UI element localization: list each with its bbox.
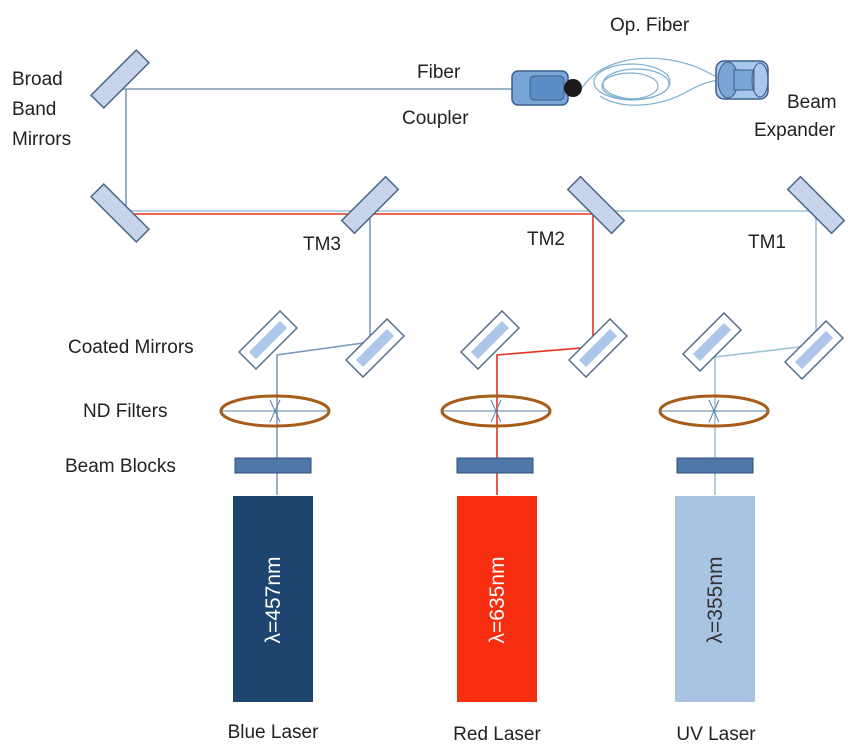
laser-body-blue [233,496,313,702]
label-fiber: Fiber [417,62,461,83]
label-beam-blocks: Beam Blocks [65,456,176,477]
nd-filter-red [440,394,552,428]
label-tm3: TM3 [303,234,341,255]
nd-filter-uv [658,394,770,428]
broadband-mirror-top [89,48,151,110]
coated-mirror-red-right [568,318,628,378]
beam-paths [120,88,817,495]
nd-filter-blue [219,394,331,428]
label-expander: Expander [754,120,836,141]
label-broad-band-mirrors-2: Band [12,99,56,120]
label-tm1: TM1 [748,232,786,253]
turning-mirror-tm3 [340,175,400,235]
label-nd-filters: ND Filters [83,401,167,422]
coated-mirror-uv-left [682,312,742,372]
broadband-mirror-bottom [89,182,151,244]
turning-mirror-tm1 [786,175,846,235]
label-broad-band-mirrors-1: Broad [12,69,63,90]
coated-mirror-blue-left [238,310,298,370]
label-beam: Beam [787,92,837,113]
optical-fiber-coil [581,57,723,106]
laser-name-red: Red Laser [453,724,541,745]
fiber-coupler [511,70,582,106]
laser-wavelength-blue: λ=457nm [262,557,285,644]
coated-mirror-uv-right [784,320,844,380]
coated-mirror-red-left [460,310,520,370]
label-broad-band-mirrors-3: Mirrors [12,129,71,150]
laser-name-blue: Blue Laser [228,722,320,743]
beam-block-uv [676,457,754,474]
beam-block-blue [234,457,312,474]
beam-expander [715,60,769,100]
laser-body-red [457,496,537,702]
label-coupler: Coupler [402,108,469,129]
coated-mirror-blue-right [345,318,405,378]
laser-wavelength-uv: λ=355nm [704,557,727,644]
label-tm2: TM2 [527,229,565,250]
laser-name-uv: UV Laser [676,724,756,745]
laser-wavelength-red: λ=635nm [486,557,509,644]
label-coated-mirrors: Coated Mirrors [68,337,194,358]
beam-block-red [456,457,534,474]
turning-mirror-tm2 [566,175,626,235]
laser-body-uv [675,496,755,702]
label-op-fiber: Op. Fiber [610,15,690,36]
